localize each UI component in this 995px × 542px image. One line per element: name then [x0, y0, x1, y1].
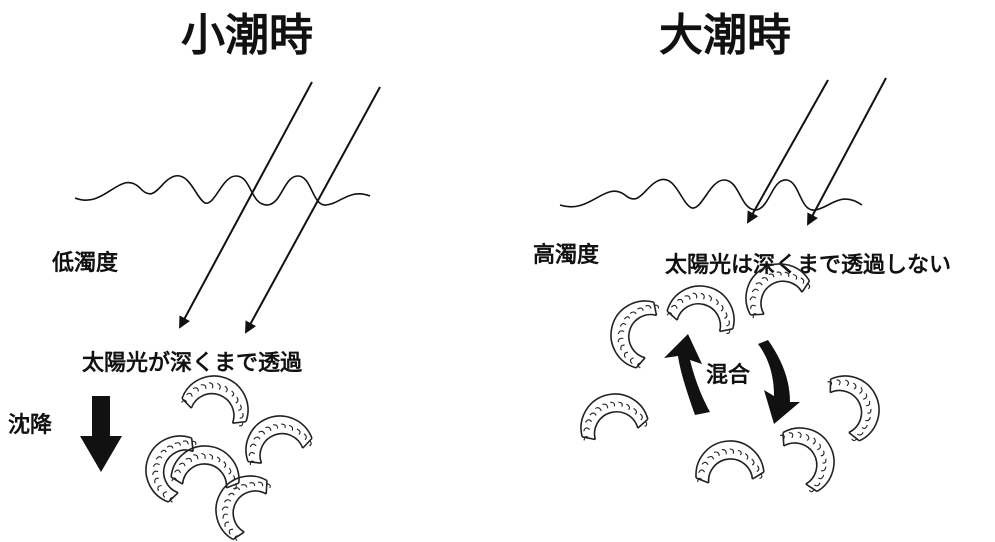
- particle: [572, 385, 651, 444]
- particle: [202, 462, 273, 542]
- right-sunlight-ray-2: [807, 77, 887, 226]
- left-light-label: 太陽光が深くまで透過: [82, 350, 303, 376]
- right-panel: 大潮時 高濁度 太陽光は深くまで透過しない 混合: [533, 10, 951, 496]
- left-particles: [135, 365, 315, 542]
- settling-arrow: [80, 396, 122, 472]
- mixing-arrow-down: [758, 340, 800, 424]
- right-sunlight-ray-1: [747, 79, 829, 224]
- right-light-label: 太陽光は深くまで透過しない: [665, 252, 951, 278]
- right-turbidity-label: 高濁度: [533, 242, 600, 268]
- left-title: 小潮時: [181, 10, 313, 61]
- left-turbidity-label: 低濁度: [51, 250, 119, 276]
- left-sunlight-ray-2: [245, 86, 381, 334]
- particle: [824, 364, 891, 445]
- particle: [777, 414, 848, 496]
- left-water-surface: [74, 175, 371, 206]
- mixing-label: 混合: [706, 362, 751, 388]
- particle: [664, 277, 743, 336]
- left-sunlight-ray-1: [179, 81, 313, 329]
- right-water-surface: [559, 178, 863, 211]
- particle: [692, 437, 766, 485]
- right-title: 大潮時: [659, 10, 791, 61]
- left-panel: 小潮時 低濁度 太陽光が深くまで透過 沈降: [8, 10, 381, 542]
- settling-label: 沈降: [8, 413, 53, 438]
- particle: [135, 425, 199, 505]
- particle: [602, 292, 661, 371]
- mixing-arrow-up: [664, 334, 710, 415]
